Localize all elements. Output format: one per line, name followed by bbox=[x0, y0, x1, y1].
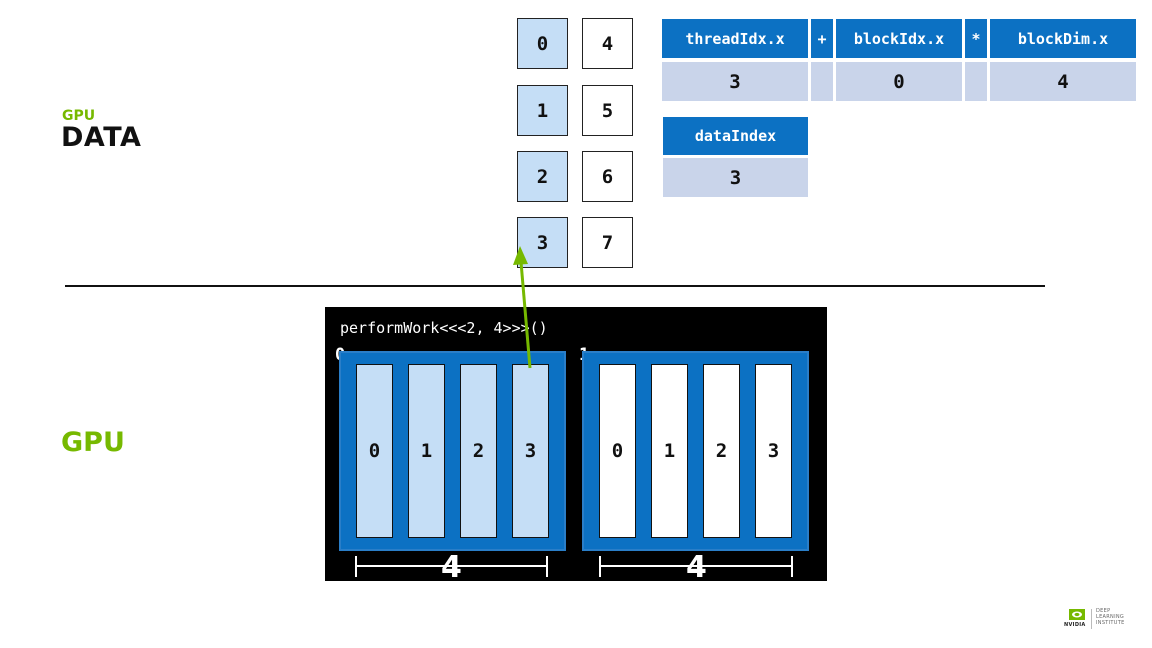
thread: 2 bbox=[460, 364, 497, 538]
data-index-value: 3 bbox=[663, 158, 808, 197]
thread: 1 bbox=[408, 364, 445, 538]
data-cell-highlighted: 3 bbox=[517, 217, 568, 268]
data-cell: 6 bbox=[582, 151, 633, 202]
dli-line: LEARNING bbox=[1096, 614, 1125, 620]
operator-spacer bbox=[965, 62, 987, 101]
operator-spacer bbox=[811, 62, 833, 101]
data-section-label: DATA bbox=[61, 122, 142, 153]
data-cell: 2 bbox=[517, 151, 568, 202]
data-cell: 7 bbox=[582, 217, 633, 268]
thread-active: 3 bbox=[512, 364, 549, 538]
mapping-arrow bbox=[513, 246, 532, 369]
gpu-section-label: GPU bbox=[61, 427, 125, 458]
data-cell: 1 bbox=[517, 85, 568, 136]
thread: 0 bbox=[356, 364, 393, 538]
data-cell: 4 bbox=[582, 18, 633, 69]
block-idx-value: 0 bbox=[836, 62, 962, 101]
data-index-header: dataIndex bbox=[663, 117, 808, 155]
thread-idx-value: 3 bbox=[662, 62, 808, 101]
logo-separator bbox=[1091, 609, 1092, 629]
nvidia-wordmark: NVIDIA bbox=[1064, 622, 1086, 628]
block-dim-bracket bbox=[355, 556, 548, 577]
block-dim-label: 4 bbox=[441, 550, 462, 585]
data-cell: 0 bbox=[517, 18, 568, 69]
thread: 3 bbox=[755, 364, 792, 538]
block-dim-label: 4 bbox=[686, 550, 707, 585]
thread: 0 bbox=[599, 364, 636, 538]
block-idx-header: blockIdx.x bbox=[836, 19, 962, 58]
dli-line: DEEP bbox=[1096, 608, 1111, 614]
thread: 2 bbox=[703, 364, 740, 538]
nvidia-eye-icon bbox=[1069, 609, 1085, 620]
block-dim-header: blockDim.x bbox=[990, 19, 1136, 58]
dli-line: INSTITUTE bbox=[1096, 620, 1125, 626]
thread-idx-header: threadIdx.x bbox=[662, 19, 808, 58]
block-dim-bracket bbox=[599, 556, 793, 577]
gpu-small-label: GPU bbox=[62, 108, 96, 124]
kernel-launch-code: performWork<<<2, 4>>>() bbox=[340, 319, 548, 337]
data-cell: 5 bbox=[582, 85, 633, 136]
plus-operator: + bbox=[811, 19, 833, 58]
block-dim-value: 4 bbox=[990, 62, 1136, 101]
multiply-operator: * bbox=[965, 19, 987, 58]
section-divider bbox=[65, 285, 1045, 287]
thread: 1 bbox=[651, 364, 688, 538]
